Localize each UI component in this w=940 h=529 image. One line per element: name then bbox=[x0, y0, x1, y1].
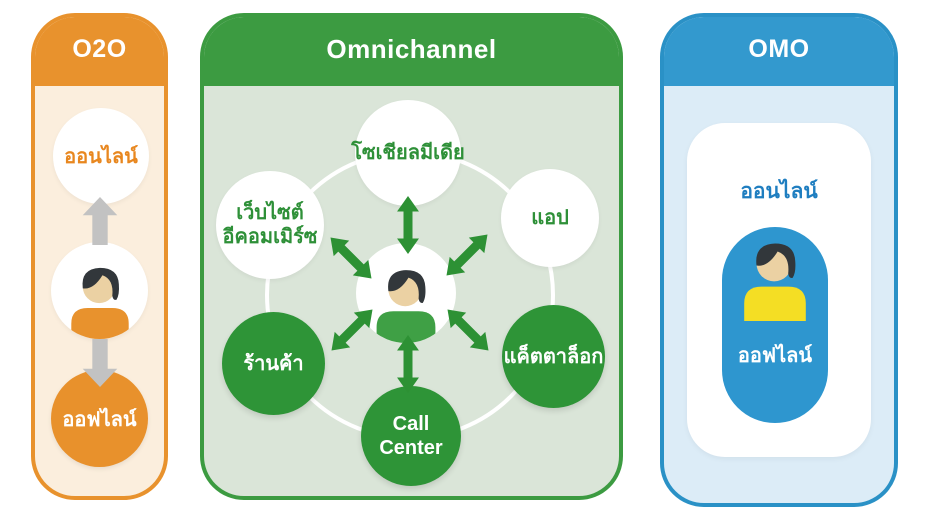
double-arrow-icon bbox=[331, 309, 373, 351]
panel-o2o: O2O ออนไลน์ ออฟไลน์ bbox=[31, 13, 168, 500]
panel-omo: OMO ออนไลน์ ออฟไลน์ bbox=[660, 13, 898, 507]
omnichannel-title: Omnichannel bbox=[326, 34, 497, 64]
channel-website-ecommerce-circle: เว็บไซต์ อีคอมเมิร์ซ bbox=[216, 171, 324, 279]
double-arrow-icon bbox=[446, 234, 488, 276]
channel-website-label-line1: เว็บไซต์ bbox=[236, 202, 304, 224]
omo-card: ออนไลน์ ออฟไลน์ bbox=[687, 123, 871, 457]
double-arrow-icon bbox=[330, 237, 372, 279]
channel-catalog-circle: แค็ตตาล็อก bbox=[502, 305, 605, 408]
omo-header: OMO bbox=[664, 17, 894, 86]
omo-pill: ออฟไลน์ bbox=[722, 227, 828, 423]
person-icon bbox=[744, 243, 806, 321]
omnichannel-customer-circle bbox=[356, 243, 456, 343]
o2o-customer-circle bbox=[51, 242, 148, 339]
channel-call-center-circle: Call Center bbox=[361, 386, 461, 486]
arrow-up-icon bbox=[82, 197, 118, 245]
channel-app-circle: แอป bbox=[501, 169, 599, 267]
panel-omnichannel: Omnichannel โซเชียลมีเดีย เว็บไซต์ อีคอม… bbox=[200, 13, 623, 500]
o2o-offline-label: ออฟไลน์ bbox=[62, 408, 137, 431]
omnichannel-header: Omnichannel bbox=[204, 17, 619, 86]
omo-online-label: ออนไลน์ bbox=[740, 180, 818, 203]
o2o-online-label: ออนไลน์ bbox=[64, 146, 138, 168]
channel-website-label-line2: อีคอมเมิร์ซ bbox=[222, 226, 318, 248]
double-arrow-icon bbox=[447, 309, 489, 351]
double-arrow-icon bbox=[397, 335, 419, 393]
o2o-title: O2O bbox=[72, 35, 127, 63]
channel-social-media-circle: โซเชียลมีเดีย bbox=[351, 100, 465, 206]
channel-app-label: แอป bbox=[531, 207, 569, 229]
person-icon bbox=[70, 267, 129, 339]
arrow-down-icon bbox=[82, 339, 118, 387]
double-arrow-icon bbox=[397, 196, 419, 254]
omo-offline-label: ออฟไลน์ bbox=[737, 345, 813, 367]
channel-call-center-label-line2: Center bbox=[379, 437, 443, 459]
channel-call-center-label-line1: Call bbox=[392, 413, 430, 435]
person-icon bbox=[376, 270, 436, 343]
channel-shop-label: ร้านค้า bbox=[243, 352, 304, 375]
o2o-header: O2O bbox=[35, 17, 164, 86]
omo-title: OMO bbox=[748, 35, 810, 63]
o2o-online-circle: ออนไลน์ bbox=[53, 108, 149, 204]
channel-social-media-label: โซเชียลมีเดีย bbox=[351, 142, 465, 164]
channel-shop-circle: ร้านค้า bbox=[222, 312, 325, 415]
channel-catalog-label: แค็ตตาล็อก bbox=[503, 345, 604, 368]
